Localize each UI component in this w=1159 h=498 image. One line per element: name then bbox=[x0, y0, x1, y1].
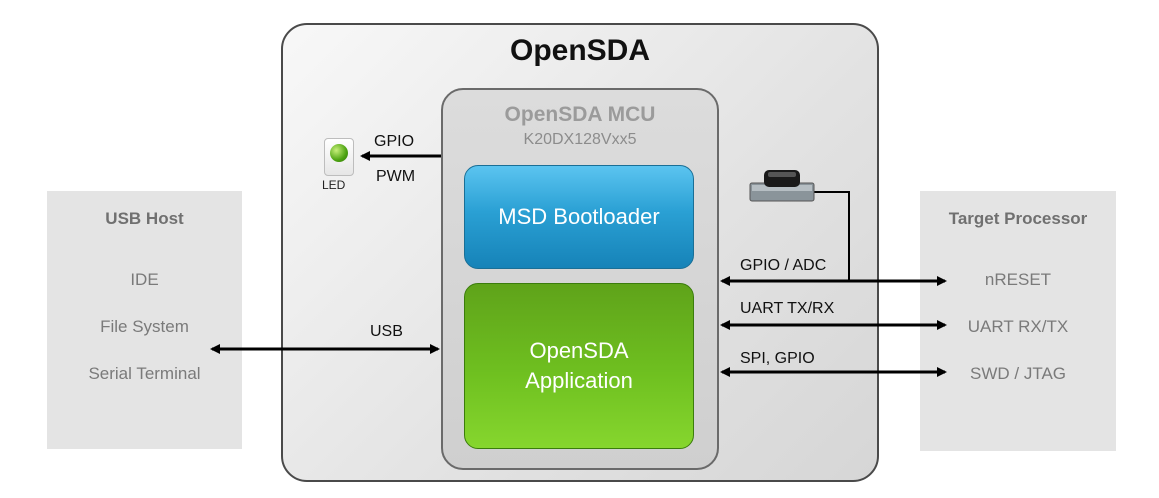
application-label-line1: OpenSDA bbox=[529, 338, 629, 363]
pwm-label: PWM bbox=[376, 168, 416, 185]
uart-tx-rx-label: UART TX/RX bbox=[740, 300, 835, 317]
usb-host-title: USB Host bbox=[105, 209, 184, 228]
target-item-nreset: nRESET bbox=[984, 270, 1052, 289]
application-label-line2: Application bbox=[525, 368, 633, 393]
opensda-application-block: OpenSDA Application bbox=[464, 283, 694, 449]
usb-host-item-filesystem: File System bbox=[100, 317, 189, 336]
usb-host-item-ide: IDE bbox=[130, 270, 159, 289]
gpio-adc-label: GPIO / ADC bbox=[740, 257, 827, 274]
target-title: Target Processor bbox=[948, 209, 1088, 228]
reset-button-wire bbox=[812, 191, 850, 281]
spi-gpio-label: SPI, GPIO bbox=[740, 350, 815, 367]
mcu-title: OpenSDA MCU bbox=[504, 103, 656, 126]
usb-host-panel: USB Host IDE File System Serial Terminal bbox=[47, 191, 242, 449]
led-light-icon bbox=[330, 144, 348, 162]
msd-bootloader-block: MSD Bootloader bbox=[464, 165, 694, 269]
led-label: LED bbox=[322, 178, 346, 192]
target-item-uart: UART RX/TX bbox=[967, 317, 1069, 336]
usb-label: USB bbox=[370, 323, 403, 340]
msd-bootloader-label: MSD Bootloader bbox=[498, 204, 660, 229]
gpio-label: GPIO bbox=[374, 133, 415, 150]
mcu-part-number: K20DX128Vxx5 bbox=[523, 131, 637, 148]
target-processor-panel: Target Processor nRESET UART RX/TX SWD /… bbox=[920, 191, 1116, 451]
reset-button-icon bbox=[749, 170, 815, 202]
opensda-title: OpenSDA bbox=[509, 34, 650, 67]
usb-host-item-serial-terminal: Serial Terminal bbox=[88, 364, 201, 383]
target-item-swd-jtag: SWD / JTAG bbox=[969, 364, 1066, 383]
